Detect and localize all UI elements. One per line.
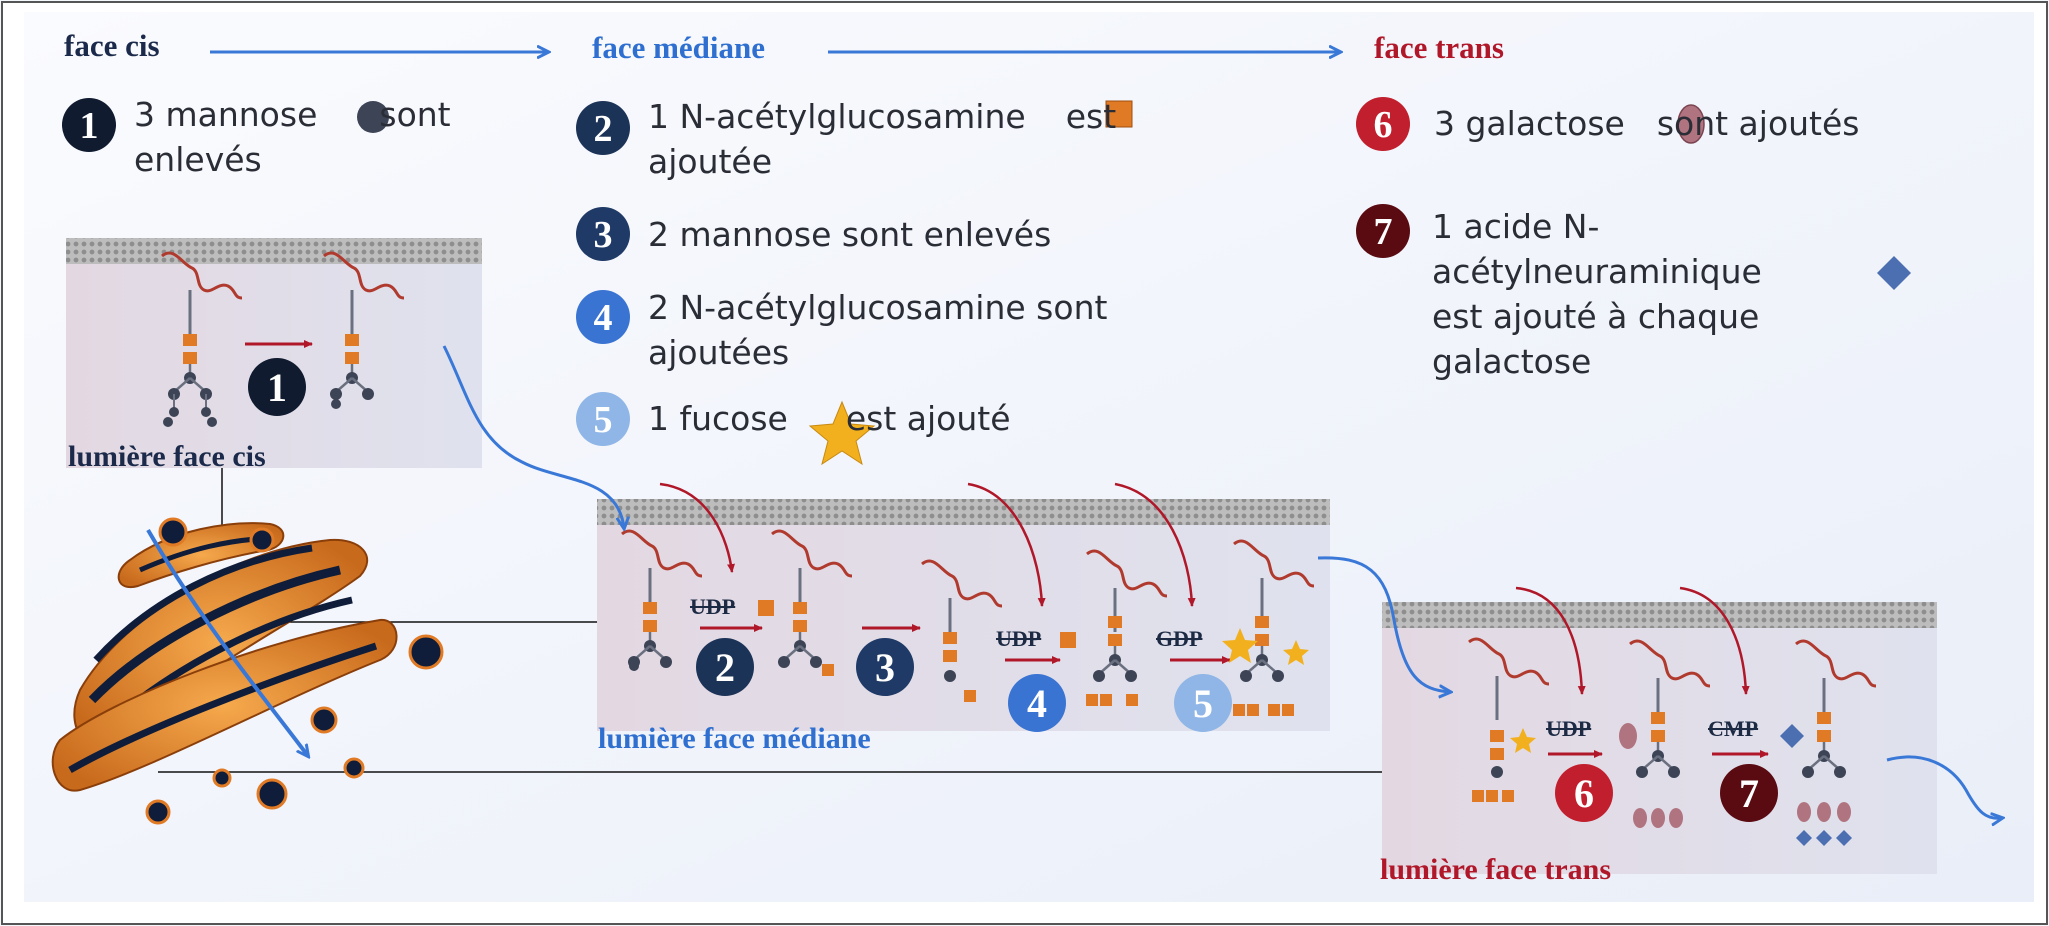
step-badge-7: 7 <box>1356 204 1410 258</box>
lumen-label-mediane: lumière face médiane <box>598 722 871 755</box>
diagram-badge-7: 7 <box>1720 764 1778 822</box>
header-face-mediane: face médiane <box>592 30 766 65</box>
diagram-badge-4: 4 <box>1008 674 1066 732</box>
mediane-glycans <box>620 529 1316 716</box>
step-5-text: 1 fucose est ajouté <box>648 396 1011 441</box>
step-5-text-a: 1 fucose <box>648 399 788 438</box>
step-badge-1: 1 <box>62 98 116 152</box>
sialic-acid-diamond-icon <box>1877 256 1911 290</box>
step-4-text: 2 N-acétylglucosamine sont ajoutées <box>648 288 1108 372</box>
step-badge-5: 5 <box>576 392 630 446</box>
cofactor-gdp-5: GDP <box>1156 626 1203 651</box>
header-face-trans: face trans <box>1374 30 1504 65</box>
mannose-icon <box>357 101 389 133</box>
mediane-to-trans-flow <box>1317 556 1450 692</box>
step-5-text-b: est ajouté <box>845 399 1011 438</box>
cis-glycan-before <box>160 251 244 427</box>
step-badge-3: 3 <box>576 207 630 261</box>
cis-lumen-panel <box>66 238 482 468</box>
step-badge-4: 4 <box>576 290 630 344</box>
step-7-text-b: est ajouté à chaque galactose <box>1432 297 1760 381</box>
diagram-badge-6: 6 <box>1555 764 1613 822</box>
galactose-oval-icon <box>1677 104 1705 144</box>
mediane-reaction-arrows <box>659 482 1258 664</box>
cofactor-cmp-7: CMP <box>1708 716 1759 741</box>
trans-glycans <box>1467 637 1878 846</box>
fucose-star-icon <box>808 400 876 466</box>
cofactor-udp-6: UDP <box>1546 716 1592 741</box>
step-3-text: 2 mannose sont enlevés <box>648 215 1052 254</box>
diagram-badge-5: 5 <box>1174 674 1232 732</box>
header-face-cis: face cis <box>64 28 160 63</box>
trans-reaction-arrows <box>1515 586 1804 758</box>
trans-exit-flow <box>1886 755 2002 818</box>
lumen-label-cis: lumière face cis <box>68 440 266 473</box>
step-6-text-a: 3 galactose <box>1434 104 1625 143</box>
lumen-label-trans: lumière face trans <box>1380 853 1612 886</box>
step-badge-6: 6 <box>1356 97 1410 151</box>
step-7-text: 1 acide N-acétylneuraminique est ajouté … <box>1432 204 1852 384</box>
glcnac-square-icon <box>1105 100 1133 128</box>
cis-glycan-after <box>322 251 406 409</box>
cis-to-mediane-flow <box>442 345 624 528</box>
cofactor-udp-2: UDP <box>690 594 736 619</box>
step-1-text-b: sont enlevés <box>134 95 451 179</box>
cofactor-udp-4: UDP <box>996 626 1042 651</box>
step-badge-2: 2 <box>576 101 630 155</box>
step-6-text: 3 galactose sont ajoutés <box>1434 101 1860 146</box>
step-2-text-b: est ajoutée <box>648 97 1117 181</box>
step-7-text-a: 1 acide N-acétylneuraminique <box>1432 207 1762 291</box>
diagram-badge-1: 1 <box>248 358 306 416</box>
step-1-text-a: 3 mannose <box>134 95 318 134</box>
diagram-badge-2: 2 <box>696 638 754 696</box>
diagram-badge-3: 3 <box>856 638 914 696</box>
golgi-icon <box>51 468 1382 825</box>
step-2-text-a: 1 N-acétylglucosamine <box>648 97 1026 136</box>
step-6-text-b: sont ajoutés <box>1656 104 1860 143</box>
